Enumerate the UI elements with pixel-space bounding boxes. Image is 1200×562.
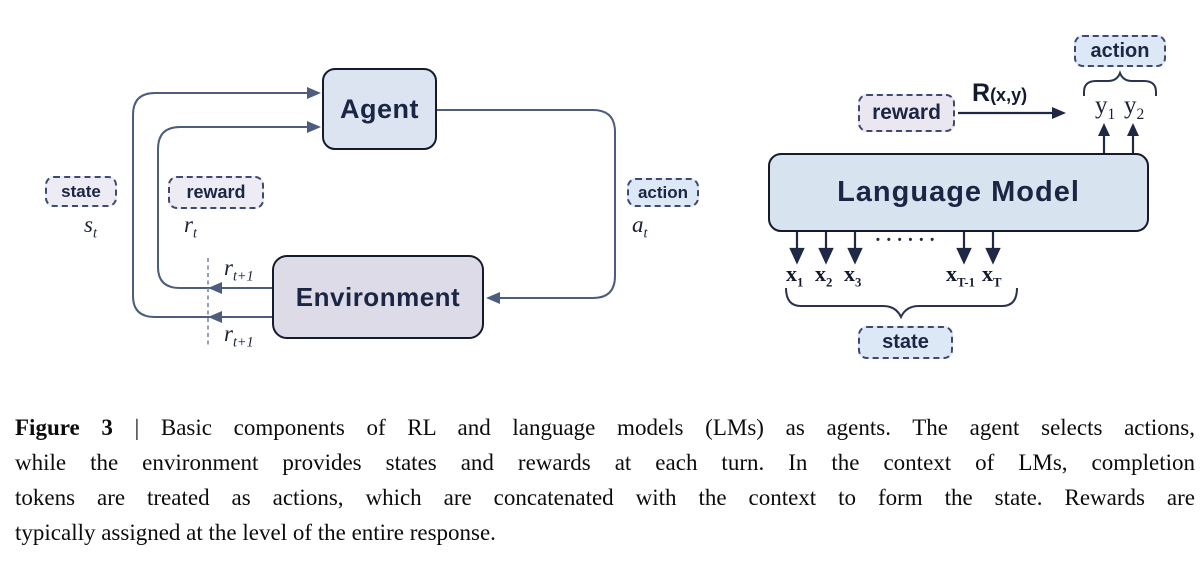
state-label-right-text: state [882,331,929,353]
reward-next-top-sub: t+1 [232,268,254,285]
environment-box-label: Environment [295,281,461,312]
state-symbol: st [84,212,97,241]
state-label-text: state [61,181,101,201]
ellipsis-dots: •••••• [876,234,942,246]
caption-line-4: typically assigned at the level of the e… [15,520,496,545]
xT-1-sub: T-1 [957,275,975,290]
caption-line-2: while the environment provides states an… [15,450,1195,475]
arrowhead-reward-function [1052,107,1066,119]
arrowhead-y1 [1098,123,1110,136]
reward-next-bottom-sub: t+1 [232,334,254,351]
state-symbol-base: s [84,212,93,237]
language-model-box: Language Model [768,153,1149,232]
caption-separator: | [134,415,140,440]
arrowhead-reward-out [208,282,222,294]
action-label-right-text: action [1090,39,1150,62]
y2-sub: 2 [1136,106,1145,123]
xT-sub: T [993,275,1002,290]
state-brace [785,287,1018,320]
x2-base: x [815,261,826,286]
arrowhead-into-agent-top [307,87,321,99]
xT-1-base: x [946,261,957,286]
caption-figure-label: Figure 3 [15,415,113,440]
language-model-label: Language Model [837,176,1080,208]
reward-next-top-base: r [224,255,233,280]
reward-next-bottom-base: r [224,321,233,346]
state-label-right: state [858,326,953,359]
figure-caption: Figure 3 | Basic components of RL and la… [15,410,1195,550]
input-token-x1: x1 [786,261,804,290]
caption-line-1: Figure 3 | Basic components of RL and la… [15,410,1195,445]
input-token-xT: xT [982,261,1002,290]
action-symbol-base: a [632,212,644,237]
x2-sub: 2 [826,275,833,290]
action-symbol: at [632,212,647,241]
reward-label: reward [168,176,264,209]
xT-base: x [982,261,993,286]
agent-box-label: Agent [340,93,419,124]
reward-next-symbol-top: rt+1 [224,255,254,284]
reward-function-args: (x,y) [990,85,1028,105]
state-label: state [45,176,117,207]
input-token-xT-1: xT-1 [946,261,975,290]
agent-box: Agent [322,68,437,150]
x1-base: x [786,261,797,286]
reward-symbol-base: r [184,212,193,237]
arrowhead-state-out [208,311,222,323]
action-symbol-sub: t [643,225,648,242]
input-token-x3: x3 [844,261,862,290]
x1-sub: 1 [797,275,804,290]
reward-symbol-sub: t [192,225,197,242]
arrowhead-y2 [1127,123,1139,136]
reward-label-right-text: reward [872,101,941,124]
x3-base: x [844,261,855,286]
action-label: action [627,178,699,207]
action-label-text: action [637,182,689,202]
x3-sub: 3 [855,275,862,290]
y2-base: y [1124,92,1137,119]
environment-box: Environment [272,255,484,339]
action-label-right: action [1074,35,1166,67]
caption-line-3: tokens are treated as actions, which are… [15,485,1195,510]
y1-base: y [1095,92,1108,119]
output-token-y1: y1 [1095,92,1116,123]
reward-label-text: reward [186,182,246,202]
arrowhead-into-agent-bottom [307,121,321,133]
reward-label-right: reward [858,94,955,132]
reward-symbol: rt [184,212,197,241]
reward-function-symbol: R(x,y) [972,79,1027,108]
arrowhead-into-environment [486,292,500,304]
reward-function-base: R [972,79,991,107]
y1-sub: 1 [1107,106,1116,123]
caption-line-1-text: Basic components of RL and language mode… [160,415,1195,440]
reward-next-symbol-bottom: rt+1 [224,321,254,350]
input-token-x2: x2 [815,261,833,290]
state-symbol-sub: t [92,225,97,242]
output-token-y2: y2 [1124,92,1145,123]
